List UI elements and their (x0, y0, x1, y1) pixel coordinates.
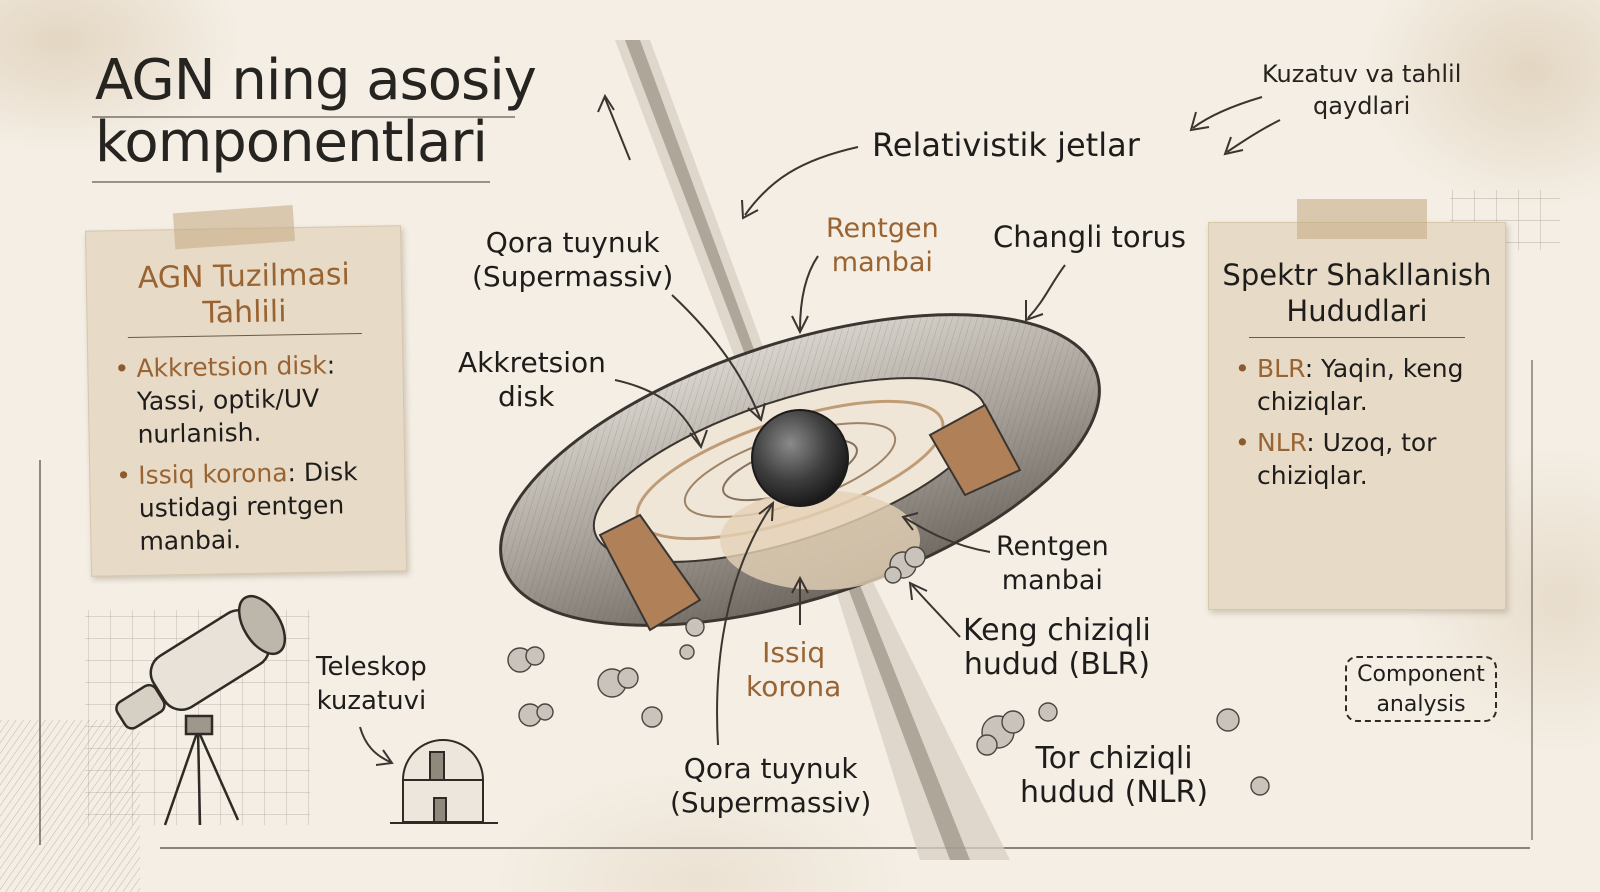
label-line: Qora tuynuk (485, 226, 660, 259)
label-line: Issiq (762, 636, 826, 669)
label-blr: Keng chiziqli hudud (BLR) (963, 614, 1151, 682)
label-black-hole-top: Qora tuynuk (Supermassiv) (472, 226, 673, 294)
label-black-hole-bottom: Qora tuynuk (Supermassiv) (670, 752, 871, 820)
observatory-icon (390, 739, 498, 824)
item-text: : Disk (287, 457, 358, 488)
title-line-2: komponentlari (95, 110, 488, 175)
label-line: Tor chiziqli (1035, 741, 1193, 776)
label-hot-corona: Issiq korona (746, 636, 841, 704)
item-text: nurlanish. (137, 417, 262, 449)
label-line: kuzatuvi (316, 686, 427, 716)
label-accretion-disk: Akkretsion disk (458, 346, 606, 414)
structure-analysis-note: AGN Tuzilmasi Tahlili Akkretsion disk: Y… (85, 205, 407, 577)
label-line: Qora tuynuk (683, 752, 858, 785)
label-line: Rentgen (996, 531, 1109, 562)
right-note-item: NLR: Uzoq, tor chiziqlar. (1235, 426, 1493, 492)
title-line-1: AGN ning asosiy (95, 48, 537, 113)
tape (1297, 199, 1427, 239)
black-hole-sphere (751, 409, 849, 507)
corner-note-line-1: Kuzatuv va tahlil (1262, 60, 1462, 88)
page-title: AGN ning asosiy komponentlari (95, 48, 537, 175)
blr-term: BLR (1257, 354, 1305, 383)
tape (172, 205, 296, 250)
label-xray-top: Rentgen manbai (826, 212, 939, 280)
spectrum-regions-note: Spektr Shakllanish Hududlari BLR: Yaqin,… (1208, 199, 1506, 610)
label-xray-right: Rentgen manbai (996, 530, 1109, 598)
nlr-term: NLR (1257, 428, 1307, 457)
label-line: Keng chiziqli (963, 613, 1151, 648)
label-line: manbai (1001, 565, 1103, 596)
label-line: manbai (831, 247, 933, 278)
item-text: : (326, 350, 336, 380)
right-note-title-1: Spektr Shakllanish (1222, 258, 1492, 292)
corner-note: Kuzatuv va tahlil qaydlari (1262, 58, 1461, 122)
stamp-line: Component (1357, 662, 1485, 687)
label-line: hudud (BLR) (963, 647, 1151, 682)
label-line: hudud (NLR) (1020, 775, 1209, 810)
item-text: chiziqlar. (1257, 387, 1368, 416)
label-dusty-torus: Changli torus (993, 220, 1187, 254)
label-line: Rentgen (826, 213, 939, 244)
right-note-item: BLR: Yaqin, keng chiziqlar. (1235, 352, 1493, 418)
left-note-title-2: Tahlili (202, 294, 287, 331)
left-note-item: Issiq korona: Disk ustidagi rentgen manb… (116, 455, 390, 559)
item-text: : Uzoq, tor (1306, 428, 1437, 457)
component-analysis-stamp: Component analysis (1345, 656, 1497, 722)
label-nlr: Tor chiziqli hudud (NLR) (1020, 742, 1208, 810)
label-line: (Supermassiv) (670, 786, 872, 819)
item-text: Yassi, optik/UV (136, 383, 320, 416)
label-relativistic-jets: Relativistik jetlar (872, 126, 1140, 164)
telescope-icon (115, 594, 287, 826)
hot-corona-term: Issiq korona (138, 458, 288, 490)
label-telescope: Teleskop kuzatuvi (316, 650, 427, 718)
right-note-title-2: Hududlari (1286, 294, 1428, 328)
corner-note-line-2: qaydlari (1313, 92, 1411, 120)
stamp-line: analysis (1376, 692, 1466, 717)
item-text: manbai. (139, 525, 242, 556)
label-line: Akkretsion (458, 346, 606, 379)
label-line: disk (498, 380, 555, 413)
item-text: ustidagi rentgen (138, 490, 345, 523)
label-line: Teleskop (316, 652, 427, 682)
label-line: korona (746, 670, 842, 703)
label-line: (Supermassiv) (472, 260, 674, 293)
item-text: : Yaqin, keng (1304, 354, 1464, 383)
left-note-item: Akkretsion disk: Yassi, optik/UV nurlani… (114, 348, 388, 452)
left-note-title-1: AGN Tuzilmasi (137, 257, 351, 296)
item-text: chiziqlar. (1257, 461, 1368, 490)
accretion-disk-term: Akkretsion disk (136, 350, 327, 383)
